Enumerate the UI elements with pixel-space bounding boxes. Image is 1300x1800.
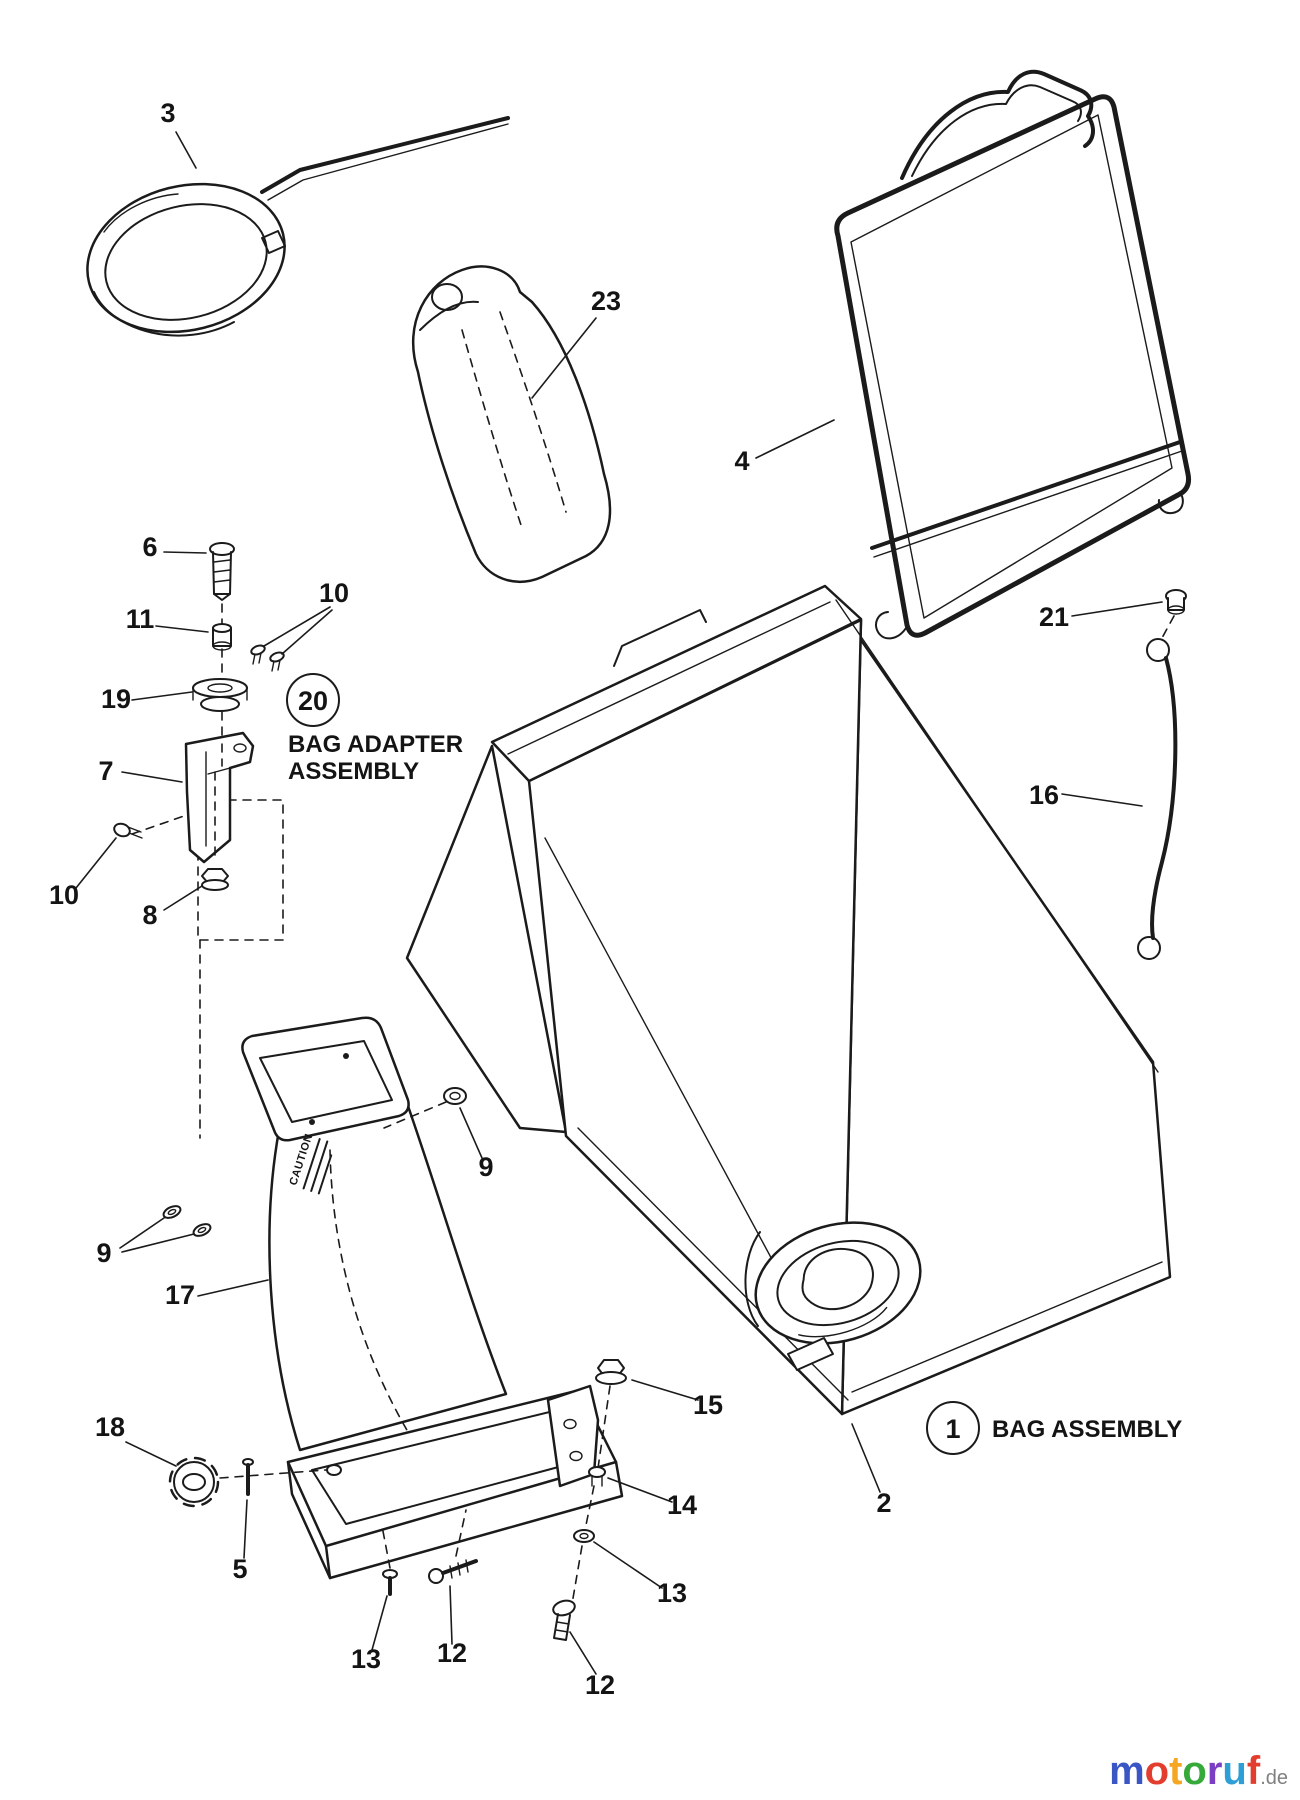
assembly-dash-21-16 (1161, 615, 1175, 639)
part-4-bag-frame (834, 69, 1191, 640)
part-5-pin (242, 1458, 254, 1496)
label-8: 8 (142, 900, 157, 930)
part-18-knob (168, 1456, 220, 1508)
label-11: 11 (126, 604, 155, 634)
label-13-right: 13 (657, 1578, 687, 1608)
label-18: 18 (95, 1412, 125, 1442)
watermark-logo: motoruf.de (1109, 1749, 1288, 1793)
bag-assembly-label: BAG ASSEMBLY (992, 1416, 1182, 1443)
part-17-chute: CAUTION (241, 1016, 624, 1580)
callout-20-number: 20 (298, 686, 328, 716)
assembly-dash-12 (455, 1509, 467, 1557)
part-21-cap (1165, 589, 1187, 615)
label-17: 17 (165, 1280, 195, 1310)
part-14-spacer (588, 1466, 606, 1487)
part-11-spacer (212, 623, 232, 651)
part-2-bag (405, 584, 1172, 1416)
wm-letter-4: o (1182, 1749, 1206, 1793)
wm-letter-6: u (1222, 1749, 1246, 1793)
part-3-clamp-band (86, 116, 510, 337)
assembly-dash-18 (219, 1469, 327, 1479)
part-10-screws-top (250, 644, 285, 672)
assembly-dash-15-12 (571, 1385, 611, 1605)
label-15: 15 (693, 1390, 723, 1420)
label-21: 21 (1039, 602, 1069, 632)
part-16-rod (1137, 638, 1178, 960)
leader-lines (75, 131, 1163, 1675)
bag-adapter-label-line2: ASSEMBLY (288, 758, 419, 785)
part-7-bracket (184, 731, 255, 864)
part-8-nut (201, 868, 229, 891)
label-5: 5 (232, 1554, 247, 1584)
part-number-labels: 3 23 4 6 11 10 19 7 10 8 21 16 2 17 9 9 … (49, 98, 1069, 1700)
label-4: 4 (734, 446, 749, 476)
label-16: 16 (1029, 780, 1059, 810)
part-6-screw (209, 542, 235, 601)
bag-adapter-label-line1: BAG ADAPTER (288, 731, 463, 758)
label-9-left: 9 (96, 1238, 111, 1268)
part-13-washer-right (573, 1529, 595, 1543)
label-12-right: 12 (585, 1670, 615, 1700)
callout-bag-assembly: 1 BAG ASSEMBLY (926, 1401, 1182, 1455)
part-13-pin-left (382, 1569, 398, 1596)
bag-outlet-ring (754, 1221, 922, 1345)
label-10-left: 10 (49, 880, 79, 910)
wm-suffix: .de (1260, 1767, 1288, 1789)
part-15-nut (595, 1359, 627, 1385)
assembly-dash-9 (383, 1101, 447, 1129)
wm-letter-7: f (1247, 1749, 1261, 1793)
part-12-screw-left (428, 1559, 478, 1584)
part-10-screw-left (113, 822, 143, 839)
wm-letter-1: m (1109, 1749, 1145, 1793)
wm-letter-2: o (1145, 1749, 1169, 1793)
wm-letter-3: t (1169, 1749, 1182, 1793)
callout-bag-adapter-assembly: 20 BAG ADAPTER ASSEMBLY (286, 673, 463, 785)
label-14: 14 (667, 1490, 697, 1520)
assembly-dash-box (197, 799, 284, 941)
label-12-left: 12 (437, 1638, 467, 1668)
assembly-dash-10-7 (131, 815, 185, 835)
label-9-right: 9 (478, 1152, 493, 1182)
label-6: 6 (142, 532, 157, 562)
callout-1-number: 1 (945, 1414, 960, 1444)
label-19: 19 (101, 684, 131, 714)
part-19-washer (192, 678, 248, 712)
label-13-left: 13 (351, 1644, 381, 1674)
label-7: 7 (98, 756, 113, 786)
part-9-washer-right (443, 1087, 467, 1105)
label-23: 23 (591, 286, 621, 316)
part-23-deflector (412, 265, 612, 583)
part-12-screw-right (552, 1599, 576, 1641)
part-9-clips-left (162, 1205, 212, 1237)
label-10-top: 10 (319, 578, 349, 608)
label-3: 3 (160, 98, 175, 128)
assembly-dash-13 (381, 1525, 391, 1569)
wm-letter-5: r (1207, 1749, 1223, 1793)
label-2: 2 (876, 1488, 891, 1518)
